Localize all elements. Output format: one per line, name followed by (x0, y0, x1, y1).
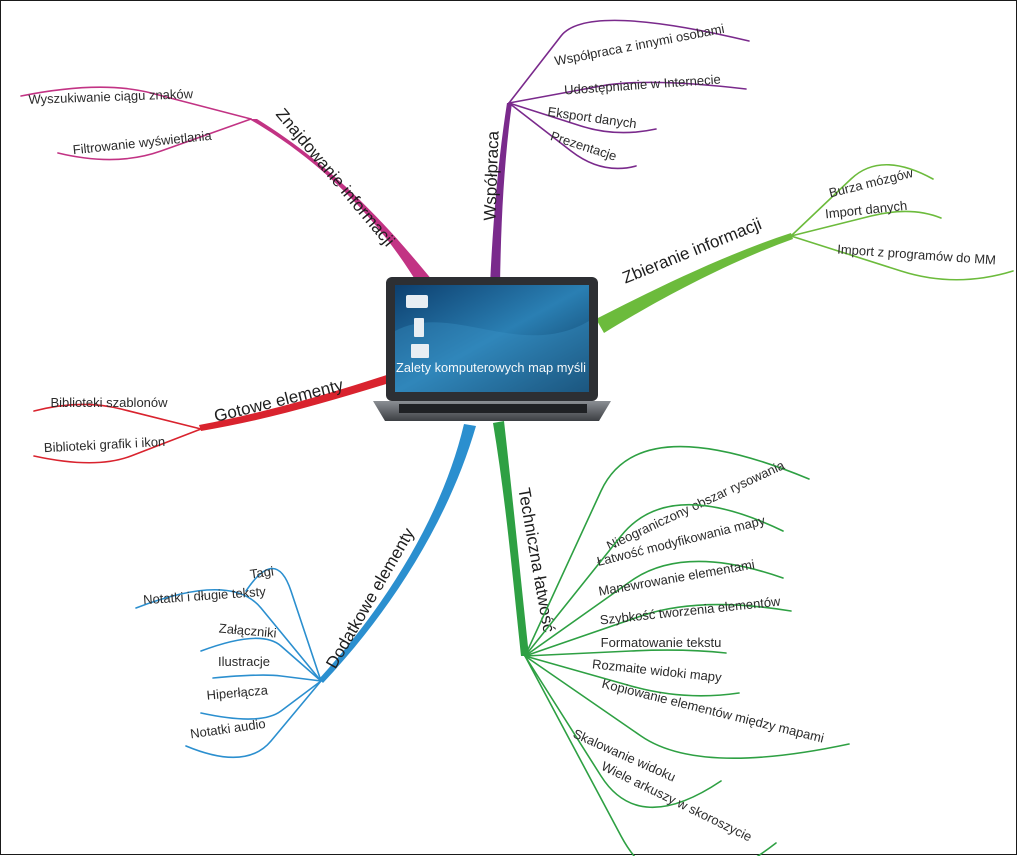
subtopic-label: Prezentacje (549, 128, 619, 163)
subtopic-connector (508, 19, 750, 104)
subtopic-connector (524, 655, 850, 759)
subtopic-connector (33, 428, 202, 464)
subtopic-label: Formatowanie tekstu (601, 635, 722, 650)
branch-znajdowanie: Znajdowanie informacji Wyszukiwanie ciągu… (20, 86, 437, 286)
subtopic-label: Tagi (249, 563, 275, 581)
subtopic-connector (200, 637, 322, 682)
subtopic-label: Burza mózgów (827, 165, 915, 201)
subtopic-label: Import z programów do MM (837, 241, 997, 267)
subtopic-connector (20, 86, 252, 120)
subtopic-connector (790, 163, 934, 237)
subtopic-connector (508, 81, 747, 104)
laptop-keyboard (399, 404, 587, 413)
subtopic-connector (33, 403, 202, 430)
subtopic-label: Załączniki (218, 621, 277, 641)
branch-connector (199, 373, 396, 431)
subtopic-connector (790, 210, 942, 237)
central-topic-label: Zalety komputerowych map myśli (396, 360, 586, 375)
branch-connector (319, 424, 476, 683)
subtopic-label: Ilustracje (218, 654, 270, 669)
subtopic-label: Kopiowanie elementów między mapami (600, 676, 825, 746)
subtopic-connector (200, 680, 322, 720)
subtopic-connector (524, 655, 777, 856)
branch-connector (596, 233, 793, 333)
desktop-icon (414, 318, 424, 337)
subtopic-connector (524, 603, 792, 657)
subtopic-label: Szybkość tworzenia elementów (599, 594, 782, 628)
main-topic-label: Dodatkowe elementy (322, 524, 418, 671)
subtopic-label: Hiperłącza (206, 682, 269, 702)
subtopic-label: Notatki i długie teksty (143, 584, 267, 608)
subtopic-label: Udostępnianie w Internecie (564, 72, 721, 98)
subtopic-connector (185, 680, 322, 759)
subtopic-label: Biblioteki grafik i ikon (44, 434, 166, 455)
subtopic-connector (524, 655, 740, 697)
subtopic-connector (57, 118, 252, 161)
subtopic-label: Biblioteki szablonów (50, 395, 168, 410)
subtopic-connector (524, 445, 810, 657)
branch-connector (493, 421, 529, 656)
branches-layer: Znajdowanie informacji Wyszukiwanie ciągu… (20, 19, 1014, 856)
main-topic-label: Znajdowanie informacji (272, 105, 398, 250)
subtopic-connector (135, 588, 322, 682)
branch-connector (490, 103, 512, 285)
subtopic-label: Filtrowanie wyświetlania (72, 128, 213, 158)
subtopic-connector (245, 567, 322, 682)
subtopic-label: Wyszukiwanie ciągu znaków (28, 86, 194, 107)
screen-wave (395, 321, 589, 392)
subtopic-connector (790, 235, 1014, 281)
subtopic-connector (508, 102, 637, 170)
laptop-illustration: Zalety komputerowych map myśli (373, 277, 611, 421)
desktop-icon (406, 295, 428, 308)
branch-connector (249, 119, 437, 286)
subtopic-label: Eksport danych (547, 104, 638, 131)
subtopic-connector (508, 102, 657, 134)
subtopic-label: Współpraca z innymi osobami (553, 21, 725, 69)
subtopic-connector (524, 560, 784, 657)
subtopic-connector (524, 503, 784, 657)
subtopic-connector (212, 674, 322, 682)
subtopic-connector (524, 649, 727, 657)
main-topic-label: Współpraca (480, 130, 502, 221)
subtopic-label: Notatki audio (189, 716, 266, 741)
desktop-icon (411, 344, 429, 358)
subtopic-connector (524, 655, 722, 809)
